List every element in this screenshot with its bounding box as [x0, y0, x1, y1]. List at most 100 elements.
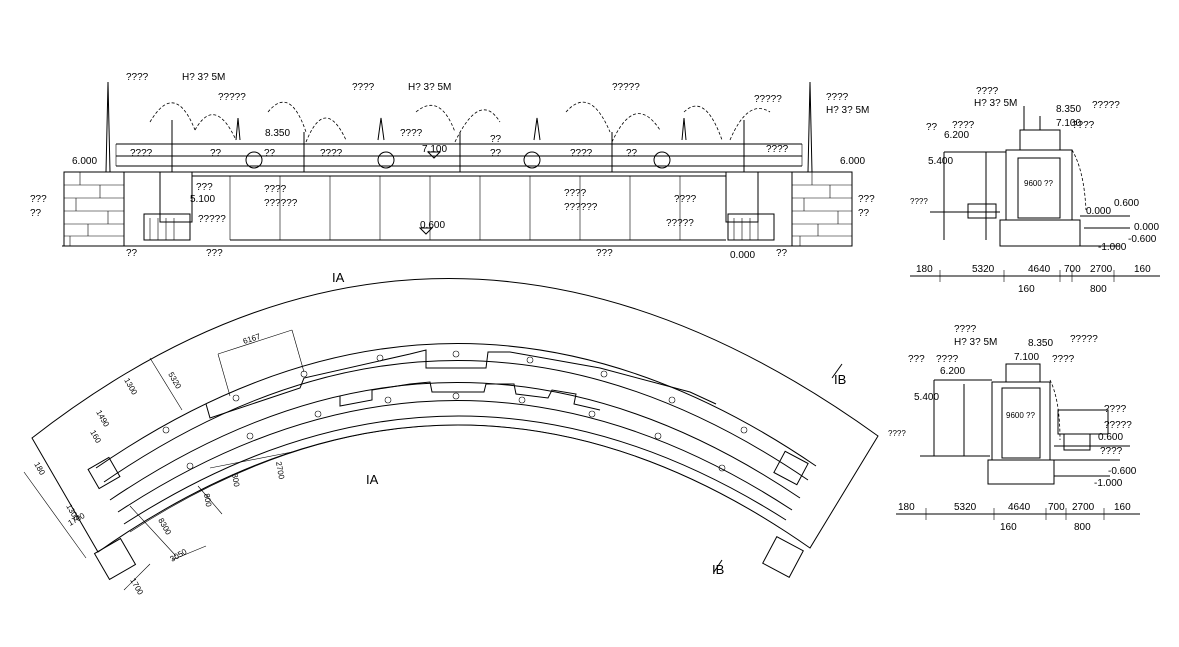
sec2-level-6200: 6.200: [940, 366, 965, 377]
sec1-label: ????: [952, 120, 975, 131]
plan-dim: 1490: [94, 409, 111, 429]
elev-label: ???: [30, 194, 47, 205]
sec1-level-6200: 6.200: [944, 130, 969, 141]
plan-dim: 6167: [242, 332, 262, 346]
section-mark-ia-center: IA: [366, 472, 379, 487]
section-1-ia: ???? H? 3? 5M 8.350 ????? 7.100 ???? ?? …: [910, 86, 1160, 295]
section-mark-ib-right: IB: [834, 372, 846, 387]
sec1-label: ????: [910, 197, 928, 206]
sec1-tank-label: 9600 ??: [1024, 179, 1053, 188]
elev-label: ??: [210, 148, 222, 159]
elev-level-0000: 0.000: [730, 250, 755, 261]
sec1-label: ????: [1072, 120, 1095, 131]
sec1-dim: 2700: [1090, 264, 1113, 275]
sec2-label: ????: [954, 324, 977, 335]
elev-level-7100: 7.100: [422, 144, 447, 155]
curved-plan: IA IB IA IB 6167 5320 1300 1490 160 180 …: [23, 270, 879, 597]
elev-label: ????: [126, 72, 149, 83]
elev-label: ?????: [666, 218, 694, 229]
plan-dim: 300: [230, 473, 241, 488]
sec2-dim: 160: [1114, 502, 1131, 513]
elev-label: ???: [206, 248, 223, 259]
plan-dim: 1300: [122, 377, 139, 397]
sec2-jet-height-label: H? 3? 5M: [954, 337, 997, 348]
elev-label: ????: [674, 194, 697, 205]
left-stone-pier: [63, 171, 125, 247]
elev-jet-height-label: H? 3? 5M: [826, 105, 869, 116]
sec2-label: ????: [1100, 446, 1123, 457]
plan-bollards: [162, 350, 748, 472]
sec1-dim: 180: [916, 264, 933, 275]
elev-level-5100: 5.100: [190, 194, 215, 205]
plan-outer-boundary: [31, 278, 879, 553]
sec1-level-8350: 8.350: [1056, 104, 1081, 115]
sec2-label: ????: [888, 429, 906, 438]
sec1-level-0000: 0.000: [1086, 206, 1111, 217]
elev-label: ????: [826, 92, 849, 103]
sec1-level-7100: 7.100: [1056, 118, 1081, 129]
sec1-level-m0600: -0.600: [1128, 234, 1157, 245]
sec2-label: ???: [908, 354, 925, 365]
elev-label: ?????: [218, 92, 246, 103]
plan-dim: 8300: [156, 517, 173, 537]
plan-dim: 3050: [169, 547, 189, 564]
elev-level-6000-right: 6.000: [840, 156, 865, 167]
sec1-dim: 160: [1018, 284, 1035, 295]
plan-dim: 180: [32, 461, 47, 478]
main-wall: [123, 171, 793, 247]
elev-label: ??: [490, 134, 502, 145]
elev-label: ????: [130, 148, 153, 159]
sec2-tank-label: 9600 ??: [1006, 411, 1035, 420]
plan-dim: 1700: [128, 577, 145, 597]
sec2-dim: 180: [898, 502, 915, 513]
elev-label: ???: [596, 248, 613, 259]
elev-label: ??: [858, 208, 870, 219]
section-2-ib: ???? H? 3? 5M 8.350 ????? 7.100 ???? ???…: [888, 324, 1140, 533]
right-stone-pier: [791, 171, 853, 247]
sec1-label: ????: [976, 86, 999, 97]
elev-label: ?????: [754, 94, 782, 105]
elev-label: ???: [858, 194, 875, 205]
elev-label: ??: [126, 248, 138, 259]
sec2-level-m1000: -1.000: [1094, 478, 1123, 489]
front-elevation: ???? H? 3? 5M ????? ???? H? 3? 5M ????? …: [30, 72, 875, 261]
sec1-label: ??: [926, 122, 938, 133]
sec2-label: ?????: [1070, 334, 1098, 345]
elev-label: ???: [196, 182, 213, 193]
sec1-level-0600: 0.600: [1114, 198, 1139, 209]
plan-dim: 2700: [274, 461, 286, 481]
elev-label: ??: [626, 148, 638, 159]
elev-label: ??????: [264, 198, 298, 209]
elev-label: ??: [776, 248, 788, 259]
sec1-level-0000-b: 0.000: [1134, 222, 1159, 233]
sec1-dim: 4640: [1028, 264, 1051, 275]
plan-dim: 800: [202, 493, 213, 508]
sec2-level-8350: 8.350: [1028, 338, 1053, 349]
sec2-label: ????: [1104, 404, 1127, 415]
wall-panel-joints: [229, 176, 681, 240]
sec1-jet-height-label: H? 3? 5M: [974, 98, 1017, 109]
plan-dim: 5320: [166, 371, 183, 391]
sec1-dim: 700: [1064, 264, 1081, 275]
elev-label: ??: [30, 208, 42, 219]
sec2-dim: 5320: [954, 502, 977, 513]
section-mark-ia-top: IA: [332, 270, 345, 285]
elev-level-6000-left: 6.000: [72, 156, 97, 167]
sec2-label: ????: [936, 354, 959, 365]
sec2-dim: 4640: [1008, 502, 1031, 513]
elev-label: ????: [570, 148, 593, 159]
water-jet-arcs: [149, 101, 771, 143]
plan-dim: 160: [88, 429, 103, 446]
elev-label: ??: [490, 148, 502, 159]
sec2-label: ?????: [1104, 420, 1132, 431]
sec2-label: ????: [1052, 354, 1075, 365]
sec2-level-7100: 7.100: [1014, 352, 1039, 363]
elev-jet-height-label: H? 3? 5M: [182, 72, 225, 83]
elev-label: ????: [766, 144, 789, 155]
elev-label: ??: [264, 148, 276, 159]
elev-label: ????: [352, 82, 375, 93]
sec2-dim: 700: [1048, 502, 1065, 513]
pergola-beams: [115, 143, 803, 167]
sec2-dim: 160: [1000, 522, 1017, 533]
